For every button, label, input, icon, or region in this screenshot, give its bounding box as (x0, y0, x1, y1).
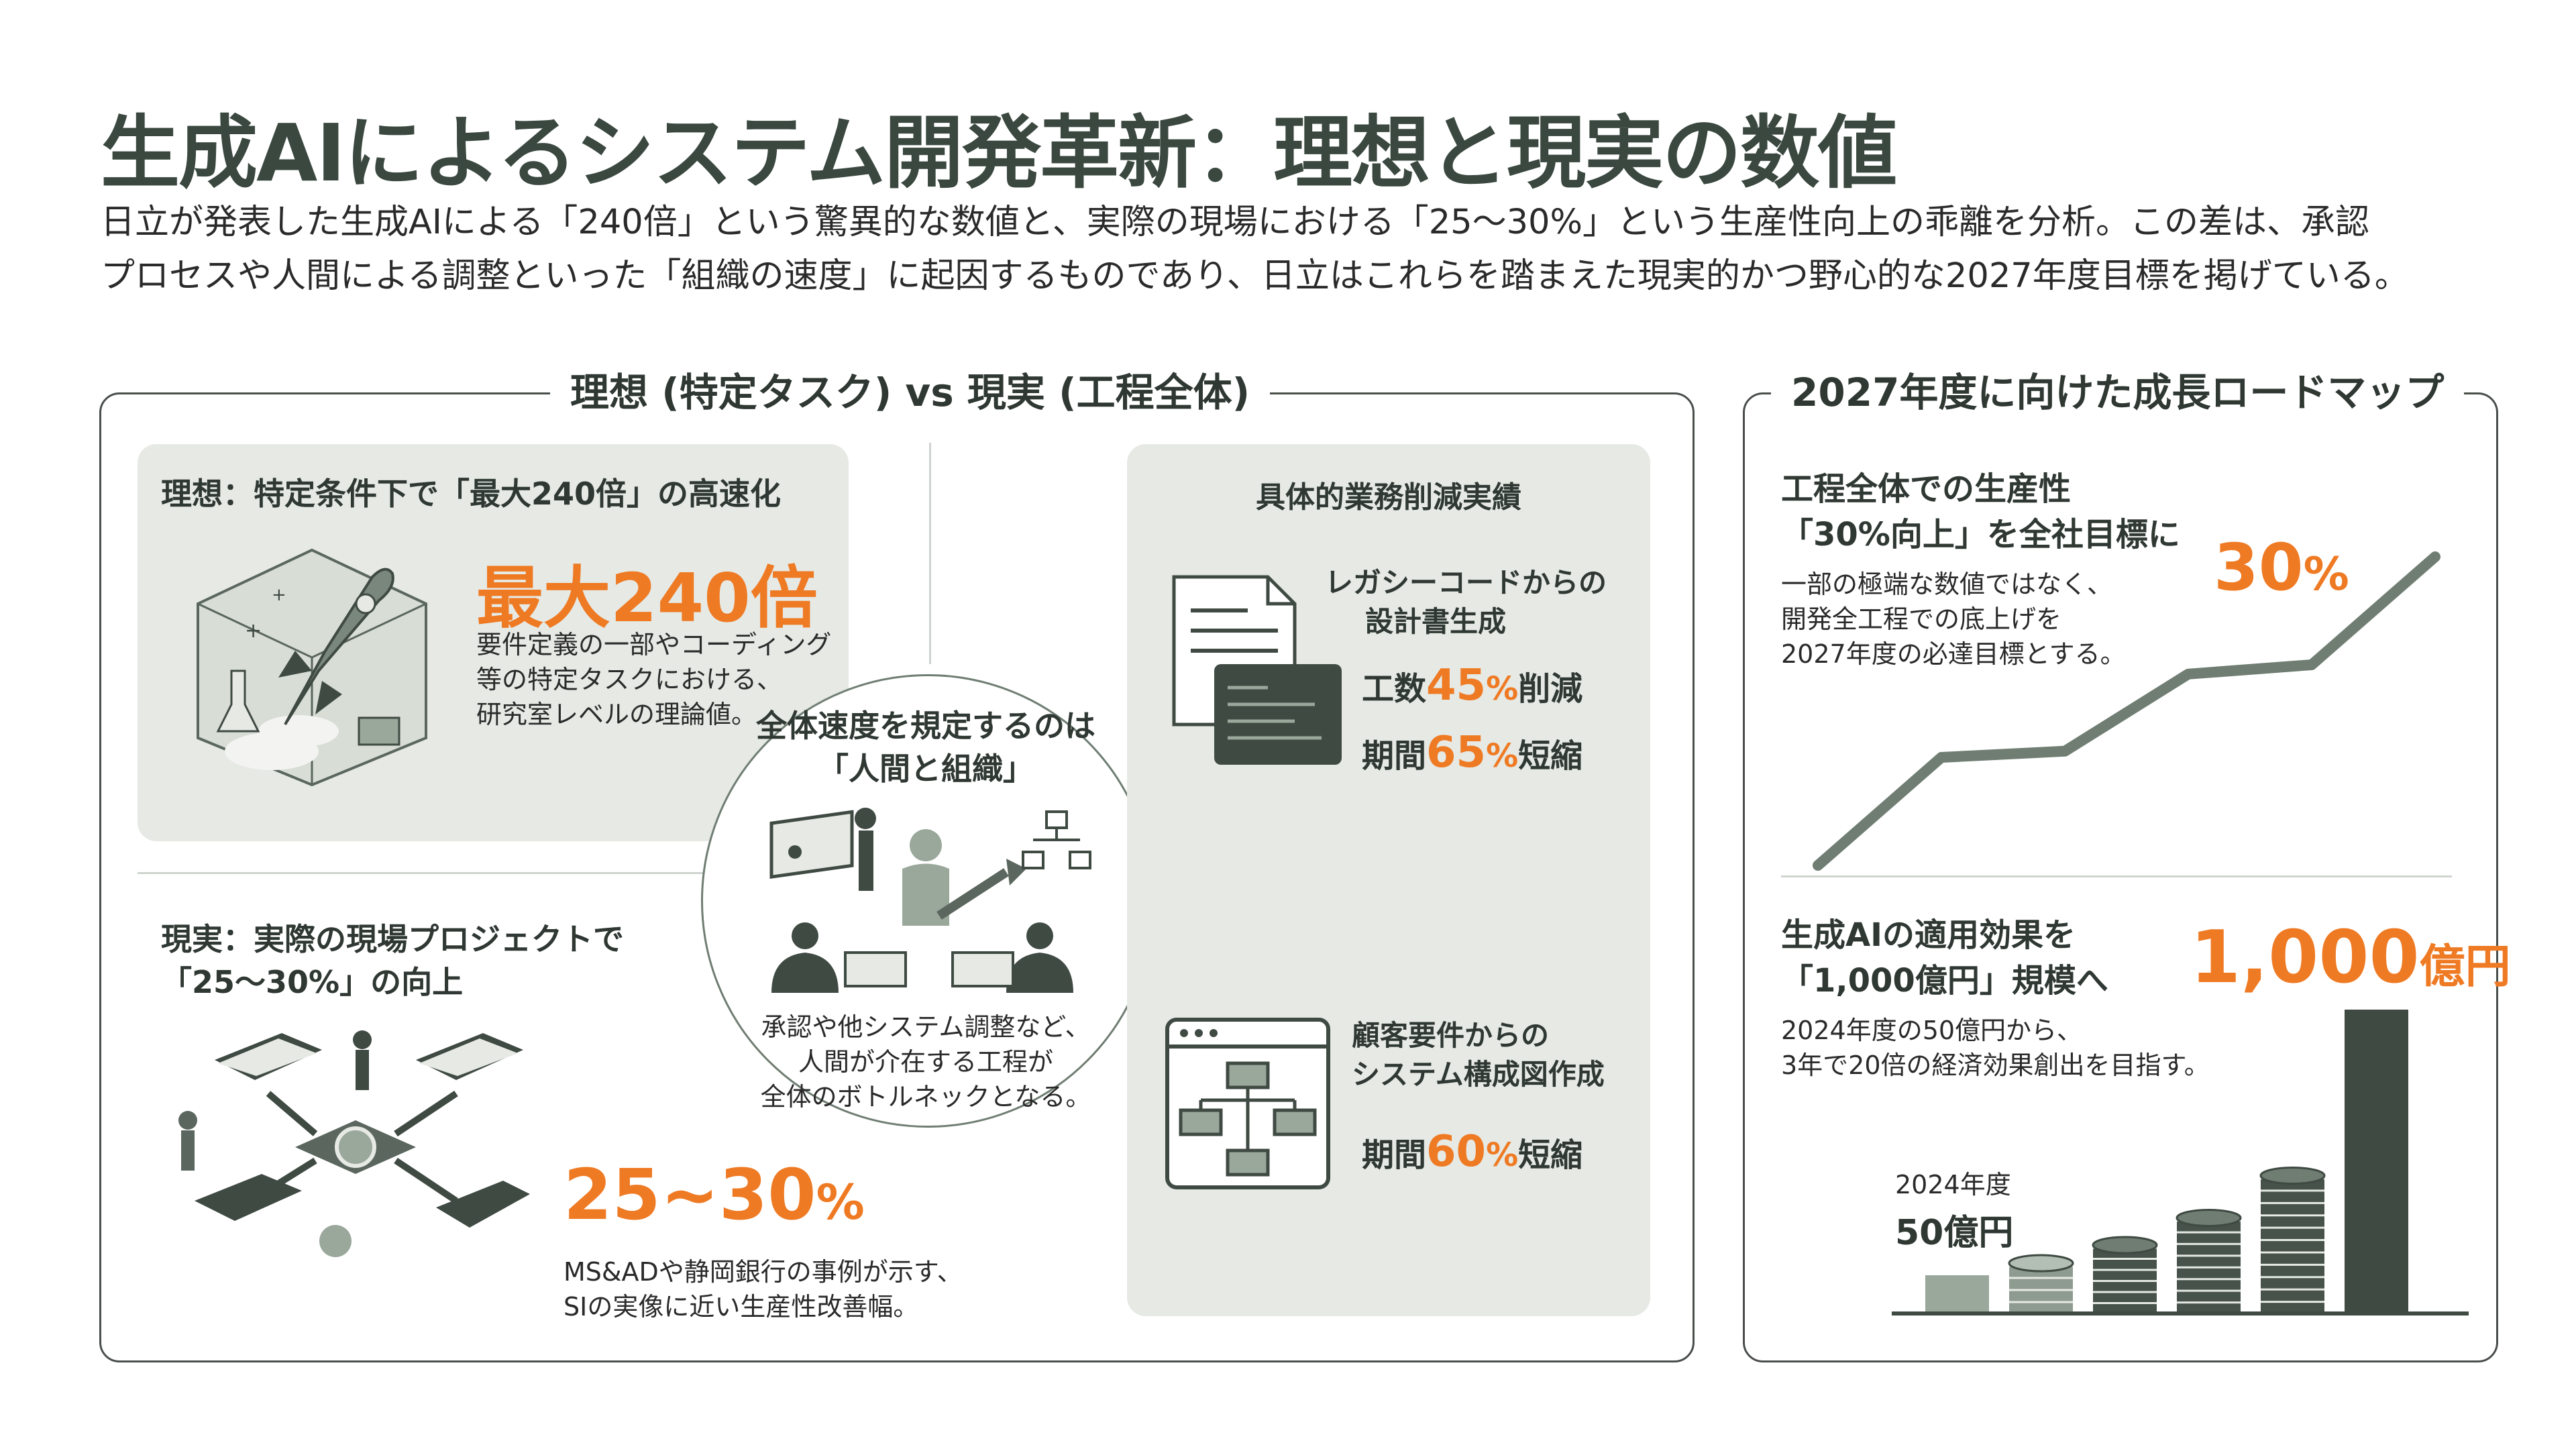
result1-label-line: レガシーコードからの (1325, 566, 1607, 599)
reality-value: 25~30% (564, 1154, 865, 1236)
productivity-heading: 工程全体での生産性 「30%向上」を全社目標に (1781, 466, 2180, 557)
effect-description: 2024年度の50億円から、 3年で20倍の経済効果創出を目指す。 (1781, 1013, 2210, 1083)
productivity-desc-line: 一部の極端な数値ではなく、 (1781, 570, 2113, 599)
intro-text: 日立が発表した生成AIによる「240倍」という驚異的な数値と、実際の現場における… (101, 196, 2516, 303)
effect-heading-line: 生成AIの適用効果を (1781, 916, 2076, 954)
productivity-desc-line: 開発全工程での底上げを (1781, 604, 2062, 634)
result2-label-line: システム構成図作成 (1352, 1058, 1605, 1091)
workflow-network-icon (168, 1020, 543, 1288)
coin-stack (2176, 1209, 2242, 1311)
effect-heading: 生成AIの適用効果を 「1,000億円」規模へ (1781, 912, 2108, 1004)
ideal-value: 最大240倍 (476, 559, 818, 637)
effect-value-number: 1,000 (2190, 916, 2420, 1000)
intro-line-1: 日立が発表した生成AIによる「240倍」という驚異的な数値と、実際の現場における… (101, 203, 2369, 242)
page-title: 生成AIによるシステム開発革新：理想と現実の数値 (101, 107, 1897, 199)
left-section-title: 理想 (特定タスク) vs 現実 (工程全体) (550, 368, 1271, 417)
effect-value: 1,000億円 (2190, 916, 2511, 1000)
results-title: 具体的業務削減実績 (1256, 480, 1521, 515)
reality-heading-line: 「25〜30%」の向上 (161, 964, 464, 1000)
productivity-value-number: 30 (2214, 530, 2304, 605)
coin-stack (2092, 1236, 2158, 1311)
center-desc-line: 全体のボトルネックとなる。 (760, 1082, 1091, 1112)
result2-line1: 期間60%短縮 (1362, 1127, 1582, 1177)
bar-target (2345, 1010, 2408, 1311)
result1-line1-prefix: 工数 (1362, 670, 1427, 708)
intro-line-2: プロセスや人間による調整といった「組織の速度」に起因するものであり、日立はこれら… (101, 256, 2409, 296)
people-organization-icon (758, 798, 1093, 993)
productivity-trend-chart (1805, 543, 2449, 879)
result1-line1-value: 45 (1426, 661, 1487, 710)
base-year-label: 2024年度 (1895, 1170, 2011, 1199)
productivity-description: 一部の極端な数値ではなく、 開発全工程での底上げを 2027年度の必達目標とする… (1781, 567, 2126, 672)
horizontal-divider (138, 872, 875, 874)
effect-value-unit: 億円 (2419, 941, 2511, 994)
effect-desc-line: 3年で20倍の経済効果創出を目指す。 (1781, 1051, 2210, 1080)
center-heading: 全体速度を規定するのは 「人間と組織」 (701, 704, 1150, 790)
ideal-desc-line: 研究室レベルの理論値。 (476, 700, 757, 729)
result1-line2-suffix: 短縮 (1518, 737, 1583, 775)
effect-growth-chart (1878, 993, 2482, 1322)
result1-line1-unit: % (1486, 670, 1519, 708)
productivity-value: 30% (2214, 530, 2349, 605)
svg-text:+: + (245, 619, 262, 643)
coin-stack (2008, 1254, 2074, 1311)
ideal-heading: 理想：特定条件下で「最大240倍」の高速化 (161, 476, 782, 512)
result1-line2-prefix: 期間 (1362, 737, 1427, 775)
center-heading-line: 「人間と組織」 (818, 751, 1034, 787)
reality-value-unit: % (816, 1174, 865, 1230)
reality-value-number: 25~30 (564, 1154, 816, 1236)
vertical-divider (929, 443, 931, 664)
coin-stack (2259, 1167, 2326, 1311)
result2-label-line: 顧客要件からの (1352, 1019, 1550, 1052)
result2-label: 顧客要件からの システム構成図作成 (1352, 1016, 1605, 1094)
result1-line1-suffix: 削減 (1518, 670, 1583, 708)
result2-line1-suffix: 短縮 (1518, 1136, 1583, 1174)
result1-label: レガシーコードからの 設計書生成 (1325, 564, 1607, 641)
svg-text:+: + (272, 585, 286, 605)
ideal-description: 要件定義の一部やコーディング 等の特定タスクにおける、 研究室レベルの理論値。 (476, 627, 831, 732)
flowchart-window-icon (1164, 1016, 1332, 1191)
ideal-desc-line: 要件定義の一部やコーディング (476, 630, 832, 659)
center-heading-line: 全体速度を規定するのは (756, 708, 1095, 744)
effect-desc-line: 2024年度の50億円から、 (1781, 1016, 2083, 1045)
result2-line1-prefix: 期間 (1362, 1136, 1427, 1174)
document-code-icon (1167, 570, 1348, 785)
result1-label-line: 設計書生成 (1365, 605, 1507, 638)
result2-line1-unit: % (1486, 1136, 1519, 1174)
productivity-trend-line (1813, 551, 2440, 871)
effect-heading-line: 「1,000億円」規模へ (1781, 962, 2108, 1000)
ideal-desc-line: 等の特定タスクにおける、 (476, 665, 783, 694)
reality-desc-line: SIの実像に近い生産性改善幅。 (564, 1292, 919, 1322)
reality-desc-line: MS&ADや静岡銀行の事例が示す、 (564, 1257, 963, 1287)
result1-line2: 期間65%短縮 (1362, 728, 1582, 777)
productivity-heading-line: 工程全体での生産性 (1781, 470, 2072, 508)
rocket-lab-icon: + + (171, 537, 453, 792)
productivity-desc-line: 2027年度の必達目標とする。 (1781, 639, 2126, 669)
bar-2024 (1925, 1275, 1989, 1311)
center-desc-line: 承認や他システム調整など、 (761, 1012, 1091, 1042)
reality-heading-line: 現実：実際の現場プロジェクトで (161, 921, 624, 957)
right-section-title: 2027年度に向けた成長ロードマップ (1771, 368, 2465, 417)
center-desc-line: 人間が介在する工程が (798, 1047, 1053, 1077)
reality-heading: 現実：実際の現場プロジェクトで 「25〜30%」の向上 (161, 918, 624, 1004)
result1-line2-value: 65 (1426, 728, 1487, 777)
center-description: 承認や他システム調整など、 人間が介在する工程が 全体のボトルネックとなる。 (701, 1010, 1150, 1114)
result1-line2-unit: % (1486, 737, 1519, 775)
productivity-value-unit: % (2303, 548, 2349, 601)
reality-description: MS&ADや静岡銀行の事例が示す、 SIの実像に近い生産性改善幅。 (564, 1254, 963, 1324)
result2-line1-value: 60 (1426, 1127, 1487, 1177)
result1-line1: 工数45%削減 (1362, 661, 1582, 710)
right-horizontal-divider (1781, 875, 2452, 877)
productivity-heading-line: 「30%向上」を全社目標に (1781, 516, 2180, 553)
base-year-value: 50億円 (1895, 1213, 2014, 1253)
